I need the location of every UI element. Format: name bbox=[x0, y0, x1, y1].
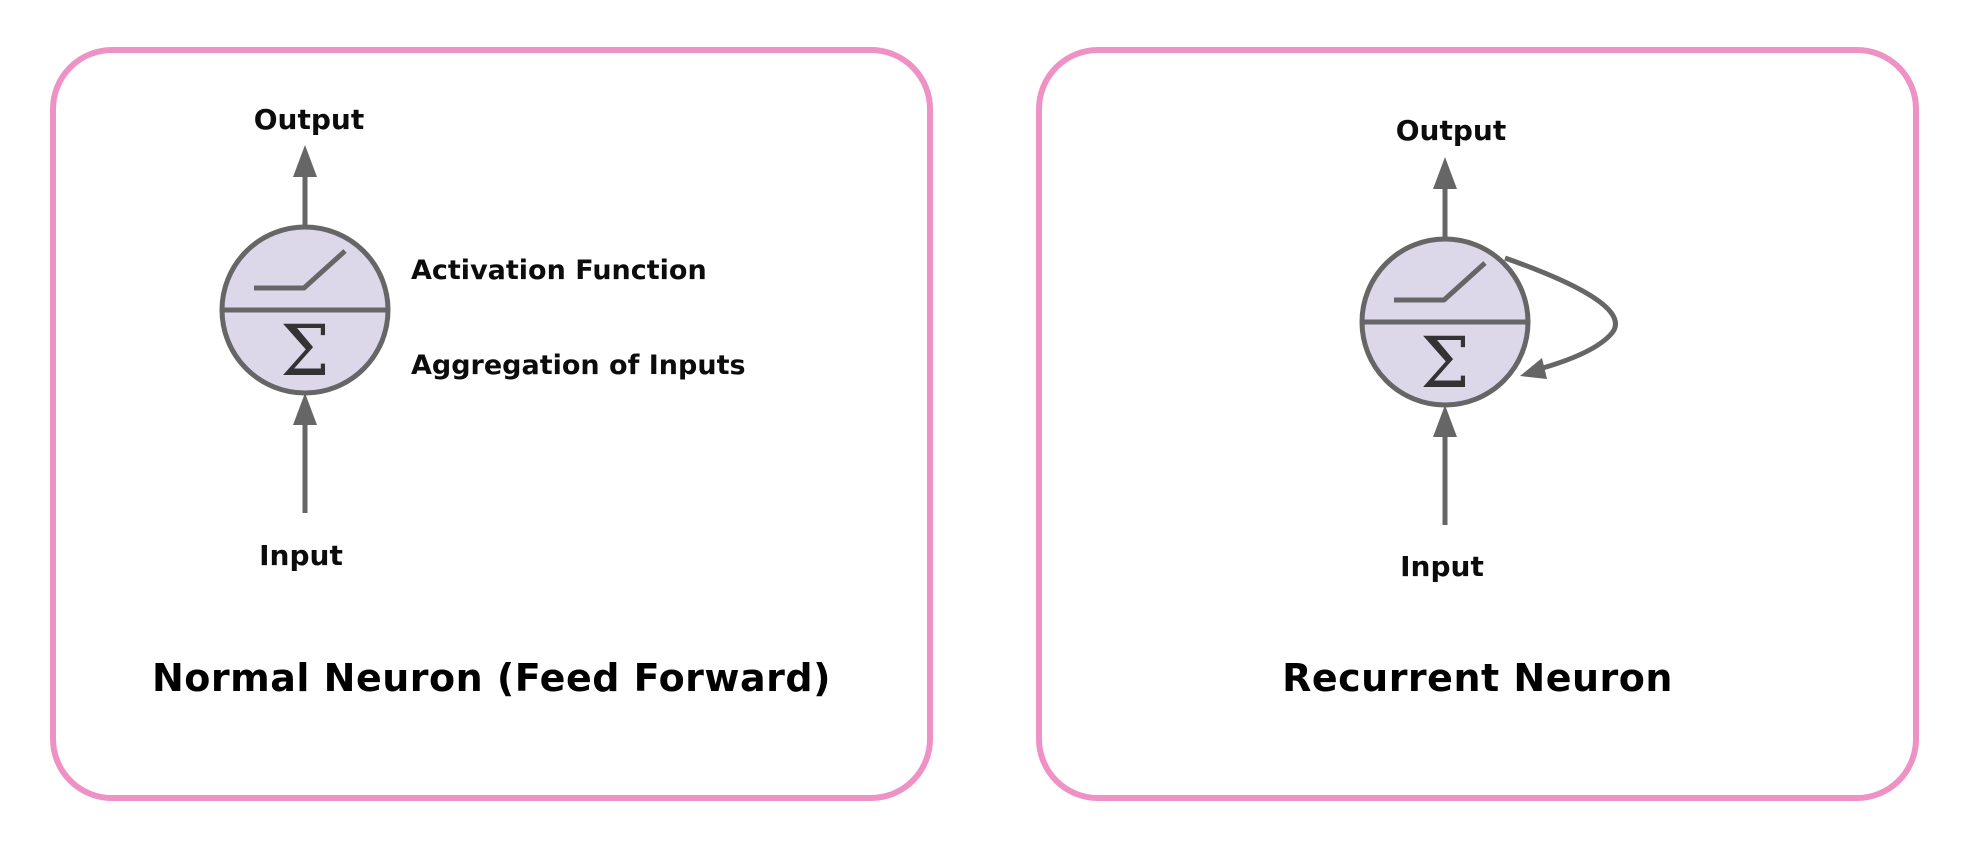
sigma-symbol: Σ bbox=[1420, 322, 1470, 404]
activation-function-icon bbox=[254, 249, 347, 291]
feed-forward-panel: Σ Output Input Activation Function Aggre… bbox=[50, 47, 933, 801]
sigma-symbol: Σ bbox=[280, 310, 330, 392]
activation-function-label: Activation Function bbox=[411, 255, 707, 286]
input-arrow-head bbox=[1433, 405, 1457, 437]
recurrent-caption: Recurrent Neuron bbox=[1282, 656, 1673, 700]
recurrent-loop-arrow-head bbox=[1520, 358, 1547, 379]
activation-function-icon bbox=[1394, 261, 1487, 303]
output-label: Output bbox=[1396, 114, 1506, 147]
recurrent-diagram: Σ Output Input bbox=[1359, 114, 1618, 583]
output-label: Output bbox=[254, 103, 364, 136]
input-arrow-head bbox=[293, 393, 317, 425]
output-arrow-head bbox=[293, 145, 317, 177]
recurrent-panel: Σ Output Input Recurrent Neuron bbox=[1036, 47, 1919, 801]
recurrent-loop-arrow bbox=[1504, 255, 1618, 374]
input-label: Input bbox=[259, 539, 343, 572]
output-arrow-head bbox=[1433, 157, 1457, 189]
feed-forward-caption: Normal Neuron (Feed Forward) bbox=[152, 656, 831, 700]
input-label: Input bbox=[1400, 550, 1484, 583]
aggregation-label: Aggregation of Inputs bbox=[411, 350, 746, 381]
feed-forward-diagram: Σ Output Input Activation Function Aggre… bbox=[219, 103, 746, 572]
